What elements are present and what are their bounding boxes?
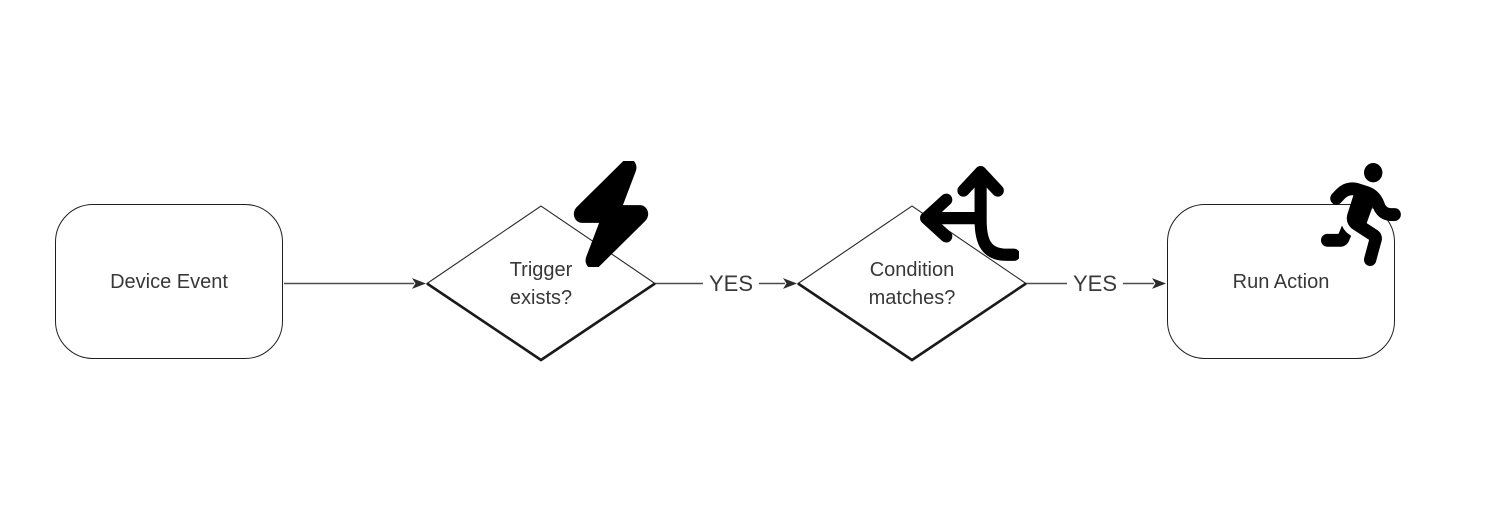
edge-device-event-to-trigger xyxy=(284,278,426,289)
edge-label-yes-1: YES xyxy=(702,270,760,298)
edge-label-yes-2: YES xyxy=(1066,270,1124,298)
arrowhead-icon xyxy=(783,278,797,289)
node-label-run-action: Run Action xyxy=(1232,270,1330,293)
arrowhead-icon xyxy=(412,278,426,289)
node-label-trigger-exists: Trigger exists? xyxy=(509,259,573,309)
node-label-device-event: Device Event xyxy=(110,270,228,293)
arrowhead-icon xyxy=(1152,278,1166,289)
node-run-action: Run Action xyxy=(1167,204,1395,359)
node-label-condition-matches: Condition matches? xyxy=(868,259,956,309)
person-running-icon xyxy=(1321,163,1401,266)
split-directions-icon xyxy=(920,166,1019,261)
decision-condition-matches-shape xyxy=(797,205,1027,362)
node-device-event: Device Event xyxy=(55,204,283,359)
lightning-bolt-icon xyxy=(573,161,649,267)
decision-trigger-exists-shape xyxy=(426,205,656,362)
